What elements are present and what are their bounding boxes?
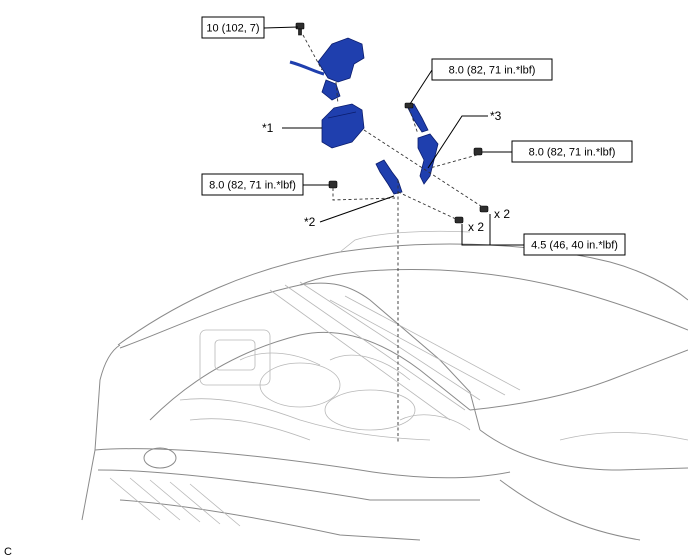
part-3-bracket	[407, 103, 439, 185]
torque-box-bottom-bolts: 4.5 (46, 40 in.*lbf)	[523, 233, 626, 256]
leader-lines	[263, 26, 524, 246]
callout-part-2: *2	[304, 215, 316, 229]
svg-text:8.0 (82, 71 in.*lbf): 8.0 (82, 71 in.*lbf)	[449, 65, 536, 77]
nut-right	[473, 147, 483, 156]
part-2-bracket	[375, 159, 403, 195]
callout-part-1: *1	[262, 121, 274, 135]
nut-left	[328, 180, 338, 189]
svg-text:4.5 (46, 40 in.*lbf): 4.5 (46, 40 in.*lbf)	[531, 240, 618, 252]
part-upper-bracket	[289, 37, 365, 101]
alignment-lines	[302, 34, 485, 442]
part-1-module	[321, 103, 365, 149]
callout-part-3: *3	[490, 109, 502, 123]
bolt-lower-right	[479, 205, 489, 213]
bolt-top	[295, 22, 305, 36]
torque-box-right-nut: 8.0 (82, 71 in.*lbf)	[511, 140, 633, 163]
vehicle-front-illustration	[81, 230, 688, 541]
bolt-lower-left	[454, 216, 464, 224]
corner-mark: C	[4, 546, 12, 558]
svg-text:8.0 (82, 71 in.*lbf): 8.0 (82, 71 in.*lbf)	[529, 147, 616, 159]
quantity-lower-bolt: x 2	[468, 220, 484, 234]
torque-box-bracket-bolt: 8.0 (82, 71 in.*lbf)	[431, 58, 553, 81]
quantity-upper-bolt: x 2	[494, 207, 510, 221]
bolt-bracket	[404, 102, 414, 109]
torque-box-left-nut: 8.0 (82, 71 in.*lbf)	[201, 173, 304, 196]
svg-text:10 (102, 7): 10 (102, 7)	[206, 23, 259, 35]
svg-text:8.0 (82, 71 in.*lbf): 8.0 (82, 71 in.*lbf)	[209, 180, 296, 192]
torque-box-top-bolt: 10 (102, 7)	[201, 16, 265, 39]
